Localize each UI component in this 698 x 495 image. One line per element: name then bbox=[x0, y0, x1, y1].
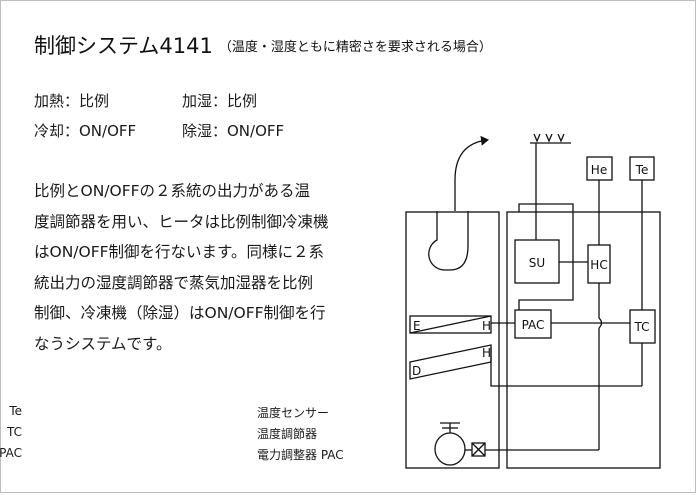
mode-heating: 加熱：比例 bbox=[34, 92, 110, 110]
pac-box bbox=[514, 309, 552, 339]
coil-h-label: H bbox=[482, 319, 491, 333]
legend-full: 温度センサー bbox=[257, 406, 330, 420]
heater-coil-diagonal bbox=[409, 315, 492, 334]
control-panel bbox=[506, 211, 661, 469]
he-label: He bbox=[591, 163, 607, 177]
steam-spray-icon bbox=[533, 133, 565, 143]
description-line: 統出力の湿度調節器で蒸気加湿器を比例 bbox=[34, 273, 314, 292]
upper-routing-wire bbox=[518, 203, 574, 310]
page-title: 制御システム4141 （温度・湿度ともに精密さを要求される場合） bbox=[34, 32, 492, 62]
title-subtitle: （温度・湿度ともに精密さを要求される場合） bbox=[218, 40, 492, 55]
mode-humidifying: 加湿：比例 bbox=[182, 92, 258, 110]
pac-label: PAC bbox=[522, 318, 545, 332]
air-flow-arrow bbox=[454, 135, 489, 211]
legend-full: 電力調整器 PAC bbox=[257, 448, 344, 462]
description-line: 度調節器を用い、ヒータは比例制御冷凍機 bbox=[34, 212, 329, 231]
legend-abbr: TC bbox=[6, 425, 22, 439]
fan-blower-icon bbox=[428, 211, 469, 271]
cooler-control-wire bbox=[490, 347, 642, 387]
coil-e-label: E bbox=[413, 319, 421, 333]
mode-dehumidifying: 除湿：ON/OFF bbox=[182, 122, 285, 140]
coil-d-label: D bbox=[412, 364, 421, 378]
damper-valve-icon bbox=[471, 442, 486, 457]
description-line: なうシステムです。 bbox=[34, 334, 172, 353]
tc-label: TC bbox=[633, 320, 649, 334]
title-main: 制御システム4141 bbox=[34, 34, 213, 58]
legend-abbr: PAC bbox=[0, 446, 22, 460]
heater-coil bbox=[409, 315, 492, 334]
legend-abbr: Te bbox=[9, 404, 22, 418]
te-label: Te bbox=[635, 163, 649, 177]
mode-cooling: 冷却：ON/OFF bbox=[34, 122, 137, 140]
system-description: 比例とON/OFFの２系統の出力がある温 度調節器を用い、ヒータは比例制御冷凍機… bbox=[34, 176, 374, 359]
cooler-coil bbox=[409, 344, 492, 380]
hc-label: HC bbox=[590, 258, 607, 272]
legend-full: 温度調節器 bbox=[257, 427, 318, 441]
coil-h2-label: H bbox=[482, 346, 491, 360]
refrigerator-compressor-icon bbox=[434, 432, 466, 466]
description-line: 比例とON/OFFの２系統の出力がある温 bbox=[34, 182, 311, 200]
description-line: はON/OFF制御を行ないます。同様に２系 bbox=[34, 243, 324, 261]
su-label: SU bbox=[529, 256, 545, 270]
air-handler-unit bbox=[405, 211, 500, 469]
description-line: 制御、冷凍機（除湿）はON/OFF制御を行 bbox=[34, 304, 326, 322]
damper-cross-b bbox=[471, 442, 486, 457]
